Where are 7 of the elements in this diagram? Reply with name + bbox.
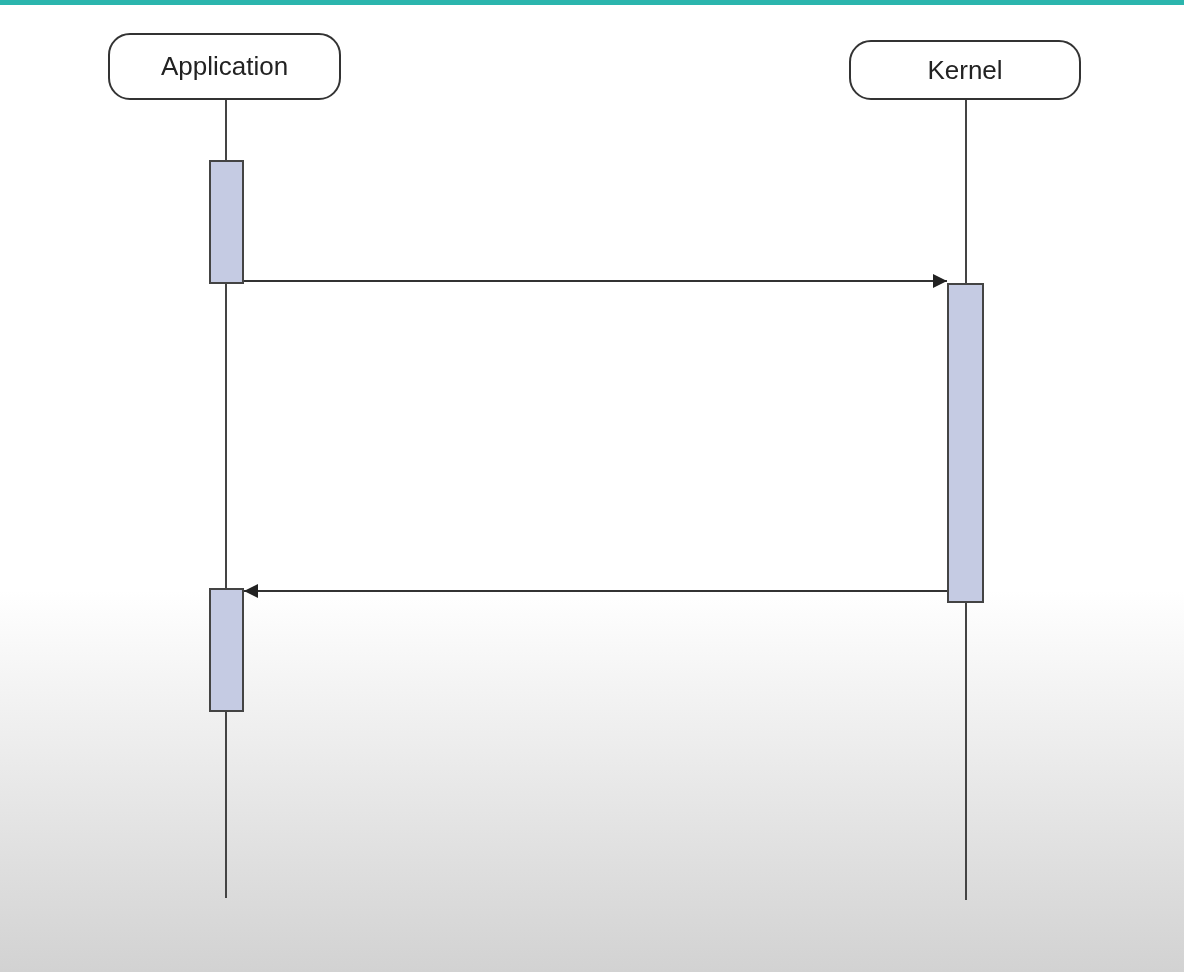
activation-bar [209, 588, 244, 712]
message-arrow [243, 274, 948, 288]
lifeline-header: Kernel [849, 40, 1081, 100]
lifeline-header: Application [108, 33, 341, 100]
activation-bar [209, 160, 244, 284]
activation-bar [947, 283, 984, 603]
message-arrow [243, 584, 948, 598]
